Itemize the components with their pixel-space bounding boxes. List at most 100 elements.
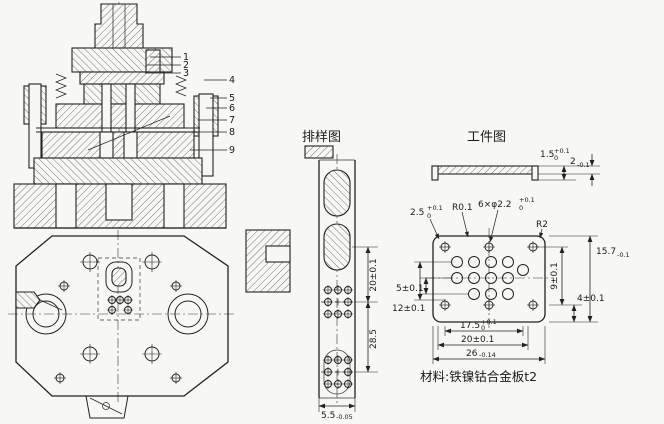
width20-value: 20±0.1 [461, 335, 494, 345]
holes-sup: +0.1 [519, 196, 535, 204]
width26-dimension: 26 -0.14 [432, 326, 546, 364]
punch-right [125, 83, 136, 135]
locating-tab [85, 395, 129, 419]
thickness-tolerance: -0.1 [577, 161, 590, 169]
corner-radius-callout: R2 [536, 220, 548, 239]
stock-guide [15, 291, 41, 309]
holes-value: 6×φ2.2 [478, 200, 512, 210]
workpiece-view: 工件图 1.5 +0.1 0 2 -0.1 [392, 130, 630, 384]
width26-tolerance: -0.14 [479, 351, 496, 359]
screw-hole [79, 343, 101, 365]
pierced-hole [482, 240, 496, 254]
part-number-2: 2 [183, 60, 189, 71]
strip-width-dimension: 5.5 -0.05 [318, 398, 356, 421]
part-number-6: 6 [229, 103, 235, 114]
strip-pitch-value: 20±0.1 [369, 258, 379, 291]
punch-holder-plate [83, 83, 161, 105]
detail-notch [265, 245, 291, 263]
width175-sub: 0 [481, 324, 485, 332]
pierced-hole [526, 298, 540, 312]
part-number-9: 9 [229, 145, 235, 156]
thickness-value: 2 [570, 157, 576, 167]
lower-backing-plate [33, 157, 203, 185]
corner-radius-value: R2 [536, 220, 548, 230]
assembly-section-view: 1 2 3 4 5 6 7 8 9 [13, 2, 235, 231]
step-dimension: 4±0.1 [571, 294, 605, 323]
height-tolerance: -0.1 [617, 251, 630, 259]
die-cavity-right [123, 131, 138, 159]
part-number-1: 1 [183, 52, 189, 63]
scrap-section-mark [304, 145, 334, 159]
lip-height-value: 1.5 [540, 150, 554, 160]
workpiece-side-body [431, 165, 539, 175]
screw-hole [79, 251, 101, 273]
dowel-hole [57, 279, 71, 293]
dowel-hole [169, 279, 183, 293]
screw-hole [141, 251, 163, 273]
strip-feed-dimension: 28.5 [354, 301, 379, 373]
slug-hole [105, 183, 133, 221]
blanking-opening [105, 261, 133, 293]
width175-sup: +0.1 [481, 318, 497, 326]
workpiece-title: 工件图 [467, 130, 506, 145]
corner-value: 2.5 [410, 208, 424, 218]
holes-sub: 0 [519, 204, 523, 212]
workpiece-lip-left [431, 165, 439, 181]
mid-height-value: 9±0.1 [550, 262, 560, 290]
blanked-slot-1 [323, 169, 351, 217]
punch-shank [94, 3, 144, 49]
corner-sup: +0.1 [427, 204, 443, 212]
small-radius-callout: R0.1 [452, 203, 473, 238]
strip-layout-title: 排样图 [302, 130, 341, 145]
part-number-4: 4 [229, 75, 235, 86]
die-insert-outline [97, 257, 141, 321]
screw-hole [141, 343, 163, 365]
guide-bushing-bore-left [25, 293, 67, 335]
offset12-value: 12±0.1 [392, 304, 425, 314]
corner-dimension-callout: 2.5 +0.1 0 [410, 204, 443, 240]
small-radius-value: R0.1 [452, 203, 473, 213]
part-number-5: 5 [229, 93, 235, 104]
thickness-dimension: 2 -0.1 [570, 154, 595, 186]
corner-sub: 0 [427, 212, 431, 220]
pierced-hole [438, 240, 452, 254]
strip-width-value: 5.5 [321, 411, 335, 421]
part-number-callouts: 1 2 3 4 5 6 7 8 9 [145, 52, 235, 156]
part-number-7: 7 [229, 115, 235, 126]
lip-height-sup: +0.1 [554, 147, 570, 155]
lip-height-dimension: 1.5 +0.1 0 [540, 147, 570, 162]
strip-pitch-dimension: 20±0.1 [352, 246, 379, 303]
strip-layout-view: 排样图 20±0.1 [302, 130, 379, 421]
strip-width-tolerance: -0.05 [336, 413, 353, 421]
punch-left [101, 83, 112, 135]
workpiece-main-view: 2.5 +0.1 0 R0.1 6×φ2.2 +0.1 0 R2 [392, 196, 630, 364]
width26-value: 26 [466, 349, 478, 359]
die-holder-outline [15, 235, 229, 397]
pierced-hole [438, 298, 452, 312]
detail-section-view [245, 229, 291, 293]
assembly-plan-view [8, 230, 236, 419]
width175-value: 17.5 [460, 321, 480, 331]
lip-height-sub: 0 [554, 154, 558, 162]
guide-pillar-right [198, 93, 214, 177]
mid-height-dimension: 9±0.1 [537, 246, 582, 306]
workpiece-side-view: 1.5 +0.1 0 2 -0.1 [431, 147, 600, 186]
spring-right [175, 75, 187, 97]
pierced-hole-group-2 [321, 349, 354, 395]
width175-dimension: 17.5 +0.1 0 [444, 318, 524, 336]
pierced-hole-group-1 [321, 284, 354, 320]
backing-plate [79, 71, 165, 85]
offset5-value: 5±0.1 [396, 284, 424, 294]
width20-dimension: 20±0.1 [437, 326, 529, 350]
die-plate [41, 131, 195, 159]
workpiece-lip-right [531, 165, 539, 181]
part-number-8: 8 [229, 127, 235, 138]
section-diagonal [87, 115, 171, 151]
material-note: 材料:铁镍钴合金板t2 [420, 369, 537, 384]
strip-feed-value: 28.5 [369, 329, 379, 349]
pierced-hole [482, 298, 496, 312]
blanked-slot-2 [323, 223, 351, 271]
height-dimension: 15.7 -0.1 [549, 235, 630, 323]
holes-callout: 6×φ2.2 +0.1 0 [478, 196, 535, 243]
